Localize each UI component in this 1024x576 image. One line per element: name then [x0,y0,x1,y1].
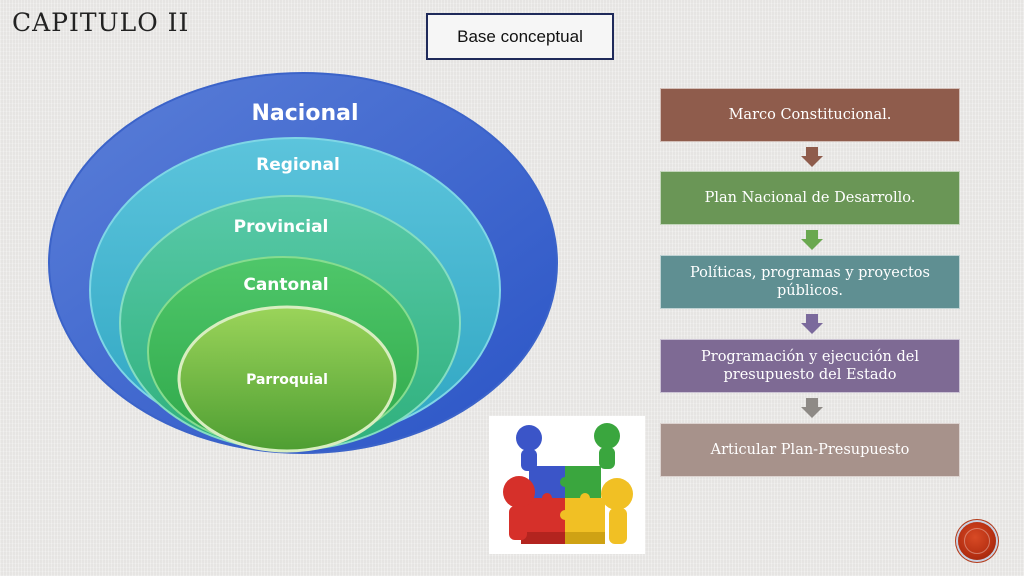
flow-label: Marco Constitucional. [728,107,892,123]
flow-box-plan-nacional: Plan Nacional de Desarrollo. [660,171,960,225]
level-label-provincial: Provincial [234,217,329,237]
puzzle-people-illustration [489,416,645,554]
base-conceptual-box: Base conceptual [426,13,614,60]
level-label-regional: Regional [256,155,340,175]
flow-box-articular: Articular Plan-Presupuesto [660,423,960,477]
slide-title: CAPITULO II [12,8,190,37]
flow-label: Articular Plan-Presupuesto [710,442,910,458]
down-arrow-icon [801,230,823,250]
down-arrow-icon [801,147,823,167]
base-conceptual-label: Base conceptual [457,26,583,46]
ring-parroquial [177,305,397,453]
flow-box-politicas: Políticas, programas y proyectos público… [660,255,960,309]
flow-label: Programación y ejecución del presupuesto… [701,349,919,383]
down-arrow-icon [801,398,823,418]
next-slide-button[interactable] [958,522,996,560]
flow-label: Políticas, programas y proyectos público… [690,265,930,299]
flow-box-programacion: Programación y ejecución del presupuesto… [660,339,960,393]
level-label-nacional: Nacional [251,101,358,126]
button-ring-icon [964,528,990,554]
flow-label: Plan Nacional de Desarrollo. [704,190,916,206]
flow-box-marco: Marco Constitucional. [660,88,960,142]
down-arrow-icon [801,314,823,334]
level-label-parroquial: Parroquial [246,372,328,388]
level-label-cantonal: Cantonal [243,275,328,295]
